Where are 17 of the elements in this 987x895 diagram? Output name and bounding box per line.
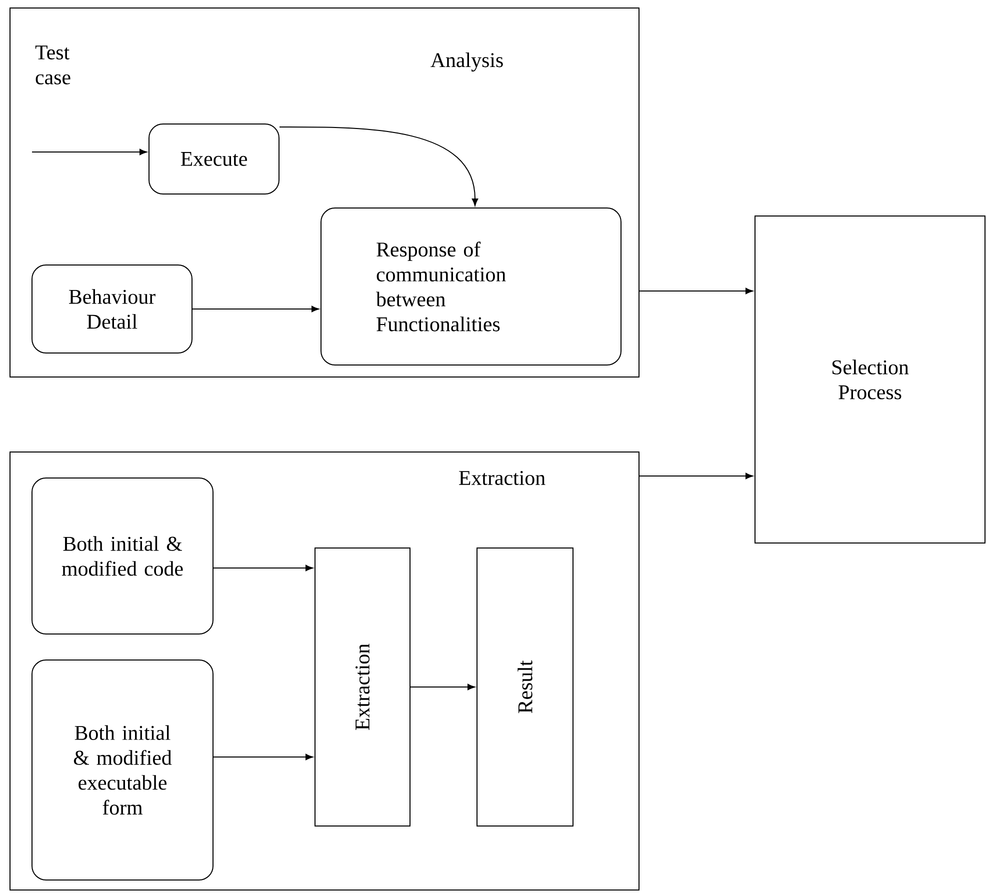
- edge-label: Test case: [35, 46, 70, 84]
- arrow: [639, 472, 753, 480]
- process-box: Result: [476, 548, 574, 826]
- process-box: Selection Process: [754, 216, 986, 544]
- arrow: [279, 126, 478, 206]
- arrow: [213, 564, 314, 572]
- process-box: Behaviour Detail: [32, 264, 192, 354]
- arrow: [192, 306, 320, 312]
- arrow: [213, 754, 314, 760]
- arrow: [32, 148, 148, 156]
- process-box: Extraction: [314, 548, 410, 826]
- arrow: [639, 288, 753, 294]
- arrow: [410, 684, 476, 690]
- process-box: Both initial & modified executable form: [32, 660, 214, 880]
- process-box: Execute: [148, 124, 280, 194]
- process-box: Response of communication between Functionalities: [320, 208, 622, 366]
- process-box: Both initial & modified code: [32, 478, 214, 634]
